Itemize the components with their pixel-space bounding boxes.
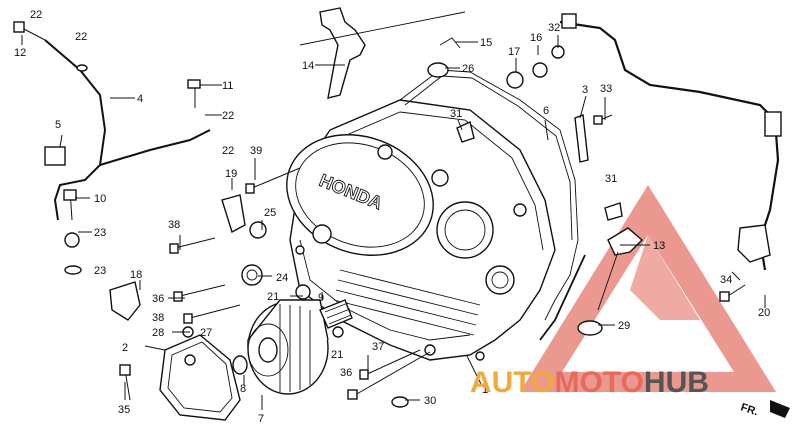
washer-30 bbox=[391, 396, 409, 408]
callout-23-a: 23 bbox=[94, 227, 106, 239]
filter-cover bbox=[159, 334, 248, 421]
callout-numbers: 1 2 3 4 5 6 7 8 9 10 11 12 13 14 15 16 1… bbox=[14, 9, 770, 425]
cable-end-right bbox=[764, 111, 782, 137]
callout-4: 4 bbox=[137, 93, 143, 105]
washer-22 bbox=[76, 64, 88, 72]
dowel-21b bbox=[332, 326, 344, 338]
leader-lines bbox=[21, 35, 766, 410]
callout-21: 21 bbox=[267, 291, 279, 303]
roller-16 bbox=[532, 62, 548, 78]
bolts-group bbox=[13, 21, 746, 401]
seal-25 bbox=[249, 221, 267, 239]
fr-arrow-icon bbox=[770, 400, 790, 418]
callout-6: 6 bbox=[543, 105, 549, 117]
bracket-19 bbox=[221, 194, 246, 234]
callout-36-b: 36 bbox=[340, 367, 352, 379]
dowel-21 bbox=[295, 284, 311, 300]
callout-22-b: 22 bbox=[222, 145, 234, 157]
pin-3 bbox=[574, 114, 589, 163]
callout-37: 37 bbox=[372, 341, 384, 353]
callout-26: 26 bbox=[462, 63, 474, 75]
o-ring-29 bbox=[577, 320, 603, 336]
callout-28: 28 bbox=[152, 327, 164, 339]
callout-30: 30 bbox=[424, 395, 436, 407]
tube-assembly bbox=[299, 7, 466, 99]
crankcase-cover bbox=[286, 99, 556, 361]
callout-33: 33 bbox=[600, 83, 612, 95]
oil-seal-26 bbox=[427, 62, 449, 78]
callout-23-b: 23 bbox=[94, 265, 106, 277]
dipstick-rod bbox=[597, 251, 619, 311]
speedometer-cable bbox=[559, 20, 780, 271]
breather-pipe bbox=[539, 254, 586, 341]
callout-1: 1 bbox=[482, 384, 488, 396]
washer-23 bbox=[64, 265, 82, 275]
dipstick-cap bbox=[607, 227, 644, 256]
watermark-triangle bbox=[520, 185, 776, 392]
callout-25: 25 bbox=[264, 207, 276, 219]
callout-36-a: 36 bbox=[152, 293, 164, 305]
callout-8: 8 bbox=[240, 383, 246, 395]
callout-38-b: 38 bbox=[152, 312, 164, 324]
callout-22-top: 22 bbox=[30, 9, 42, 21]
callout-22-a: 22 bbox=[222, 110, 234, 122]
fr-direction-label: FR. bbox=[739, 401, 760, 418]
callout-13: 13 bbox=[653, 240, 665, 252]
watermark-part-2: MOTO bbox=[554, 366, 643, 399]
callout-9: 9 bbox=[318, 292, 324, 304]
callout-32: 32 bbox=[548, 22, 560, 34]
spring-15 bbox=[439, 37, 461, 49]
callout-12: 12 bbox=[14, 47, 26, 59]
callout-39: 39 bbox=[250, 145, 262, 157]
callout-17: 17 bbox=[508, 46, 520, 58]
watermark-logo bbox=[520, 185, 776, 392]
callout-35: 35 bbox=[118, 404, 130, 416]
watermark-part-3: HUB bbox=[644, 366, 709, 399]
callout-21b: 21 bbox=[331, 349, 343, 361]
callout-31-b: 31 bbox=[605, 173, 617, 185]
callout-20: 20 bbox=[758, 307, 770, 319]
bearing-24 bbox=[241, 264, 263, 286]
callout-27: 27 bbox=[200, 327, 212, 339]
plug-31b bbox=[604, 202, 623, 221]
callout-24: 24 bbox=[276, 272, 288, 284]
watermark-inner-mark bbox=[630, 235, 700, 320]
wire-harness bbox=[44, 39, 211, 221]
callout-38-a: 38 bbox=[168, 219, 180, 231]
callout-19: 19 bbox=[225, 168, 237, 180]
callout-31-a: 31 bbox=[450, 108, 462, 120]
callout-7: 7 bbox=[258, 413, 264, 425]
callout-10: 10 bbox=[94, 193, 106, 205]
callout-29: 29 bbox=[618, 320, 630, 332]
cable-end-top bbox=[561, 13, 577, 29]
callout-2: 2 bbox=[122, 342, 128, 354]
wire-clamp bbox=[44, 146, 66, 166]
oil-filter bbox=[247, 299, 329, 395]
callout-14: 14 bbox=[302, 60, 314, 72]
spring-17 bbox=[506, 71, 524, 89]
watermark-wordmark: AUTOMOTOHUB bbox=[470, 366, 709, 399]
watermark-part-1: AUTO bbox=[470, 366, 554, 399]
callout-3: 3 bbox=[582, 84, 588, 96]
callout-15: 15 bbox=[480, 37, 492, 49]
callout-34: 34 bbox=[720, 274, 732, 286]
callout-16: 16 bbox=[530, 32, 542, 44]
callout-22-mid: 22 bbox=[75, 31, 87, 43]
switch-bracket bbox=[737, 224, 771, 263]
callout-18: 18 bbox=[130, 269, 142, 281]
terminal-ring bbox=[64, 232, 80, 248]
bracket-18 bbox=[109, 281, 141, 321]
callout-5: 5 bbox=[55, 119, 61, 131]
callout-11: 11 bbox=[222, 80, 233, 92]
